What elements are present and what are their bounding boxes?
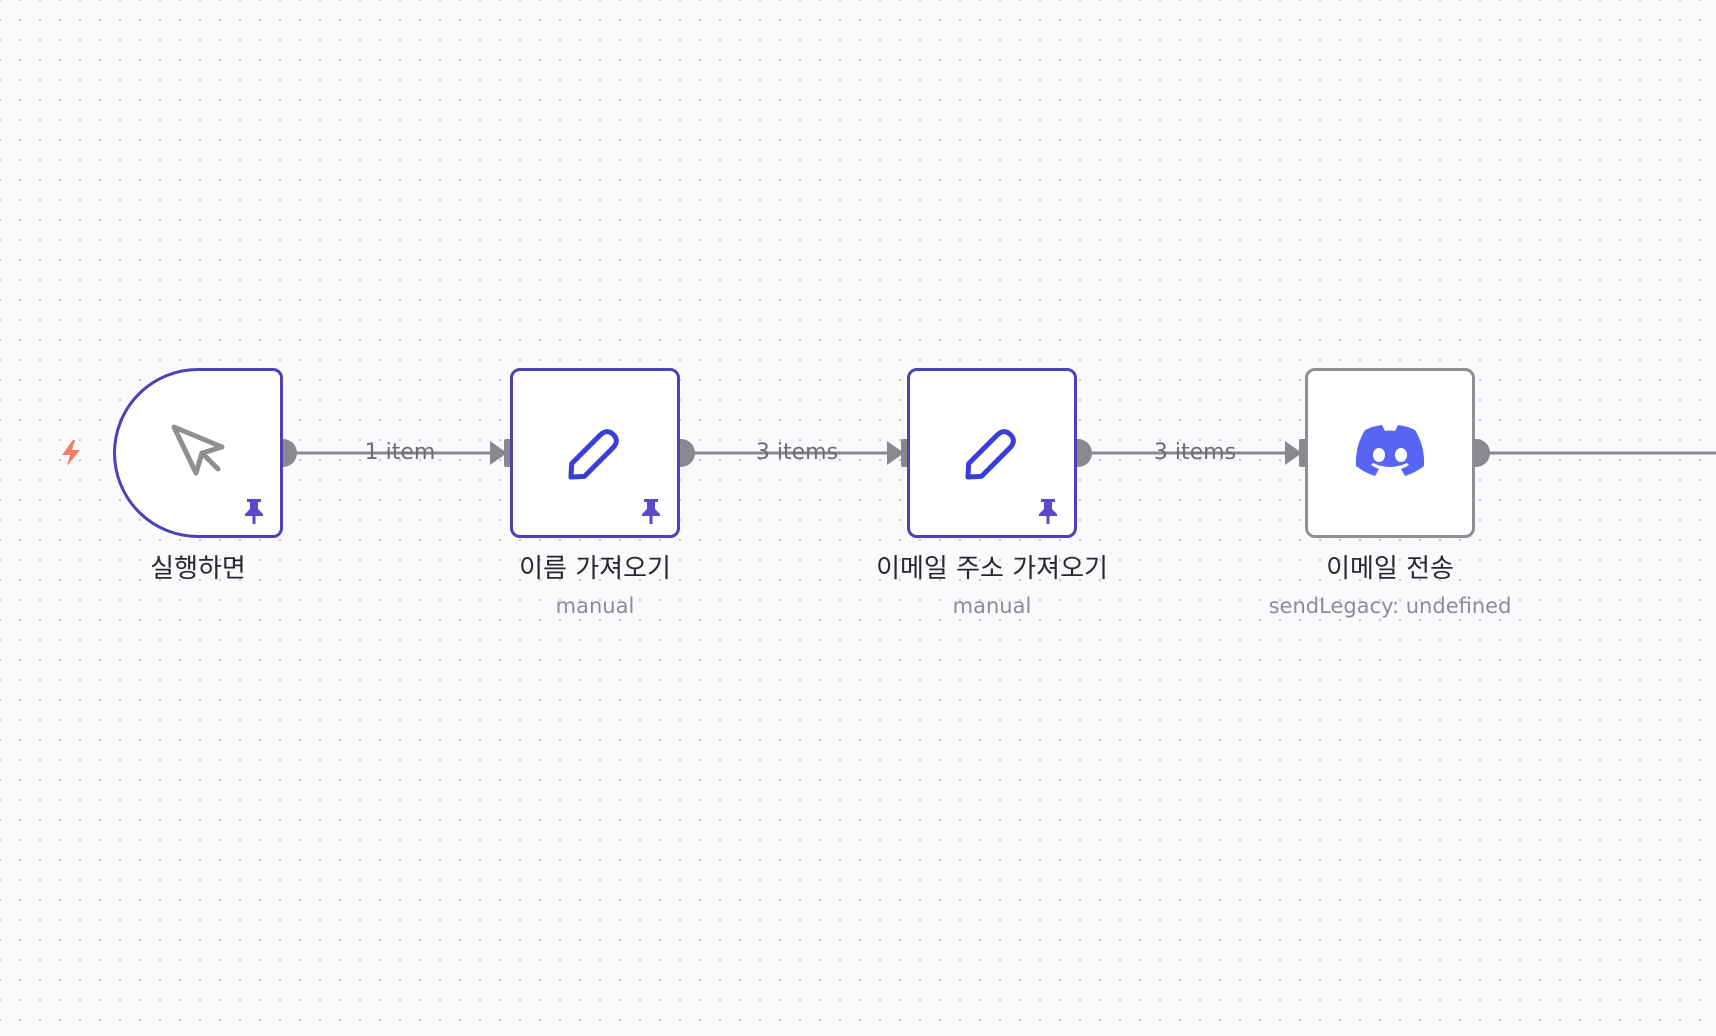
connection-item-count: 1 item xyxy=(364,440,436,465)
node-subtitle: sendLegacy: undefined xyxy=(1268,594,1512,618)
pencil-icon xyxy=(559,417,631,489)
pin-icon[interactable] xyxy=(639,497,663,525)
arrow-head-icon xyxy=(1285,441,1302,465)
node-manual-trigger[interactable] xyxy=(113,368,283,538)
lightning-bolt-icon xyxy=(62,440,80,466)
node-title: 이메일 주소 가져오기 xyxy=(876,554,1108,584)
pin-icon[interactable] xyxy=(1036,497,1060,525)
node-title: 이메일 전송 xyxy=(1326,554,1454,584)
mouse-pointer-icon xyxy=(166,421,230,485)
pencil-icon xyxy=(956,417,1028,489)
node-subtitle: manual xyxy=(555,594,635,618)
node-get-email[interactable] xyxy=(907,368,1077,538)
arrow-head-icon xyxy=(887,441,904,465)
connection-item-count: 3 items xyxy=(755,440,839,465)
node-title: 이름 가져오기 xyxy=(519,554,671,584)
node-title: 실행하면 xyxy=(150,554,246,584)
connection-item-count: 3 items xyxy=(1153,440,1237,465)
discord-icon xyxy=(1353,424,1427,482)
node-get-name[interactable] xyxy=(510,368,680,538)
node-send-email[interactable] xyxy=(1305,368,1475,538)
arrow-head-icon xyxy=(490,441,507,465)
pin-icon[interactable] xyxy=(242,497,266,525)
node-subtitle: manual xyxy=(952,594,1032,618)
